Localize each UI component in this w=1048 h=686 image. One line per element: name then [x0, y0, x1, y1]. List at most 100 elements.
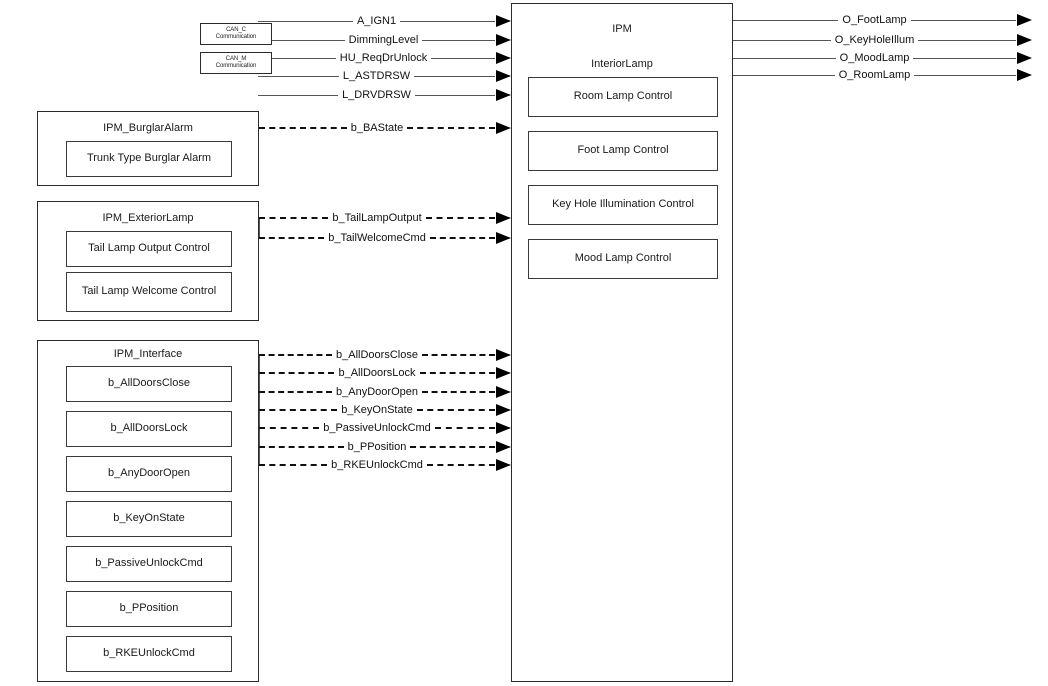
item-b-anydooropen[interactable]: b_AnyDoorOpen — [66, 456, 232, 492]
output-signal-o-keyholeillum[interactable]: O_KeyHoleIllum — [733, 33, 1033, 47]
block-title: IPM_BurglarAlarm — [103, 122, 193, 134]
block-ipm-exteriorlamp[interactable]: IPM_ExteriorLamp Tail Lamp Output Contro… — [37, 201, 259, 321]
signal-line — [272, 57, 336, 59]
signal-b-bastate[interactable]: b_BAState — [259, 121, 511, 135]
arrow-icon — [496, 386, 512, 398]
arrow-icon — [1017, 14, 1033, 26]
item-tail-lamp-output-control[interactable]: Tail Lamp Output Control — [66, 231, 232, 267]
signal-line-dashed — [259, 409, 338, 411]
signal-line-dashed — [419, 372, 496, 374]
block-ipm-interface[interactable]: IPM_Interface b_AllDoorsClose b_AllDoors… — [37, 340, 259, 682]
signal-line — [272, 39, 345, 41]
output-signal-o-roomlamp[interactable]: O_RoomLamp — [733, 68, 1033, 82]
output-signal-o-footlamp[interactable]: O_FootLamp — [733, 13, 1033, 27]
can-c-label-line2: Communication — [215, 34, 257, 40]
signal-line-dashed — [259, 127, 347, 129]
signal-line — [400, 20, 496, 22]
block-title: IPM_Interface — [113, 348, 183, 360]
signal-iface-b-passiveunlockcmd[interactable]: b_PassiveUnlockCmd — [259, 421, 512, 435]
output-label: O_FootLamp — [842, 14, 907, 26]
signal-iface-b-alldoorslock[interactable]: b_AllDoorsLock — [259, 366, 512, 380]
ipm-subtitle: InteriorLamp — [591, 58, 653, 70]
signal-line — [414, 75, 495, 77]
signal-line — [258, 20, 353, 22]
arrow-icon — [496, 422, 512, 434]
block-ipm-burglaralarm[interactable]: IPM_BurglarAlarm Trunk Type Burglar Alar… — [37, 111, 259, 186]
input-signal-l-astdrsw[interactable]: L_ASTDRSW — [258, 69, 511, 83]
signal-line — [910, 19, 1017, 21]
signal-line-dashed — [259, 217, 329, 219]
signal-line — [431, 57, 496, 59]
control-label: Mood Lamp Control — [574, 252, 672, 265]
item-tail-lamp-welcome-control[interactable]: Tail Lamp Welcome Control — [66, 272, 232, 312]
input-label: A_IGN1 — [356, 15, 397, 27]
item-b-alldoorsclose[interactable]: b_AllDoorsClose — [66, 366, 232, 402]
item-b-keyonstate[interactable]: b_KeyOnState — [66, 501, 232, 537]
signal-line — [258, 75, 339, 77]
arrow-icon — [496, 349, 511, 361]
arrow-icon — [496, 89, 511, 101]
signal-line-dashed — [259, 464, 328, 466]
arrow-icon — [1017, 34, 1033, 46]
control-key-hole-illumination[interactable]: Key Hole Illumination Control — [528, 185, 718, 225]
output-signal-o-moodlamp[interactable]: O_MoodLamp — [733, 51, 1032, 65]
item-label: b_PPosition — [119, 602, 179, 615]
input-signal-l-drvdrsw[interactable]: L_DRVDRSW — [258, 88, 511, 102]
input-label: DimmingLevel — [348, 34, 419, 46]
input-signal-hu-reqdrunlock[interactable]: HU_ReqDrUnlock — [272, 51, 512, 65]
item-label: b_RKEUnlockCmd — [103, 647, 195, 660]
signal-b-taillampoutput[interactable]: b_TailLampOutput — [259, 211, 511, 225]
source-can-c[interactable]: CAN_C Communication — [200, 23, 272, 45]
signal-line-dashed — [259, 237, 325, 239]
signal-line-dashed — [259, 446, 344, 448]
signal-iface-b-anydooropen[interactable]: b_AnyDoorOpen — [259, 385, 512, 399]
ipm-block[interactable]: IPM InteriorLamp Room Lamp Control Foot … — [511, 3, 733, 682]
ipm-title: IPM — [612, 23, 632, 35]
item-label: Tail Lamp Output Control — [88, 242, 210, 255]
arrow-icon — [1017, 69, 1033, 81]
control-room-lamp[interactable]: Room Lamp Control — [528, 77, 718, 117]
signal-line-dashed — [259, 427, 320, 429]
signal-line — [733, 74, 835, 76]
arrow-icon — [496, 34, 512, 46]
signal-label: b_AllDoorsClose — [336, 349, 418, 361]
control-foot-lamp[interactable]: Foot Lamp Control — [528, 131, 718, 171]
item-b-pposition[interactable]: b_PPosition — [66, 591, 232, 627]
item-label: b_AllDoorsLock — [110, 422, 188, 435]
signal-line-dashed — [259, 391, 333, 393]
item-trunk-type-burglar-alarm[interactable]: Trunk Type Burglar Alarm — [66, 141, 232, 177]
arrow-icon — [496, 212, 511, 224]
signal-line-dashed — [410, 446, 495, 448]
item-b-rkeunlockcmd[interactable]: b_RKEUnlockCmd — [66, 636, 232, 672]
control-mood-lamp[interactable]: Mood Lamp Control — [528, 239, 718, 279]
input-label: L_ASTDRSW — [342, 70, 411, 82]
signal-line — [913, 57, 1016, 59]
item-b-passiveunlockcmd[interactable]: b_PassiveUnlockCmd — [66, 546, 232, 582]
signal-line-dashed — [434, 427, 496, 429]
signal-line-dashed — [421, 391, 496, 393]
item-label: b_AllDoorsClose — [108, 377, 190, 390]
signal-iface-b-alldoorsclose[interactable]: b_AllDoorsClose — [259, 348, 511, 362]
signal-line-dashed — [421, 354, 495, 356]
signal-iface-b-rkeunlockcmd[interactable]: b_RKEUnlockCmd — [259, 458, 512, 472]
signal-line — [258, 94, 339, 96]
can-m-label-line1: CAN_M — [225, 56, 247, 63]
can-c-label-line1: CAN_C — [226, 27, 246, 34]
signal-line-dashed — [429, 237, 496, 239]
signal-line-dashed — [416, 409, 495, 411]
signal-b-tailwelcomecmd[interactable]: b_TailWelcomeCmd — [259, 231, 512, 245]
signal-line — [414, 94, 495, 96]
arrow-icon — [496, 232, 512, 244]
input-signal-a-ign1[interactable]: A_IGN1 — [258, 14, 512, 28]
arrow-icon — [496, 15, 512, 27]
item-b-alldoorslock[interactable]: b_AllDoorsLock — [66, 411, 232, 447]
signal-line-dashed — [259, 354, 333, 356]
source-can-m[interactable]: CAN_M Communication — [200, 52, 272, 74]
arrow-icon — [496, 70, 511, 82]
arrow-icon — [496, 404, 511, 416]
signal-iface-b-pposition[interactable]: b_PPosition — [259, 440, 511, 454]
signal-line-dashed — [259, 372, 335, 374]
input-signal-dimminglevel[interactable]: DimmingLevel — [272, 33, 512, 47]
arrow-icon — [496, 367, 512, 379]
signal-iface-b-keyonstate[interactable]: b_KeyOnState — [259, 403, 511, 417]
